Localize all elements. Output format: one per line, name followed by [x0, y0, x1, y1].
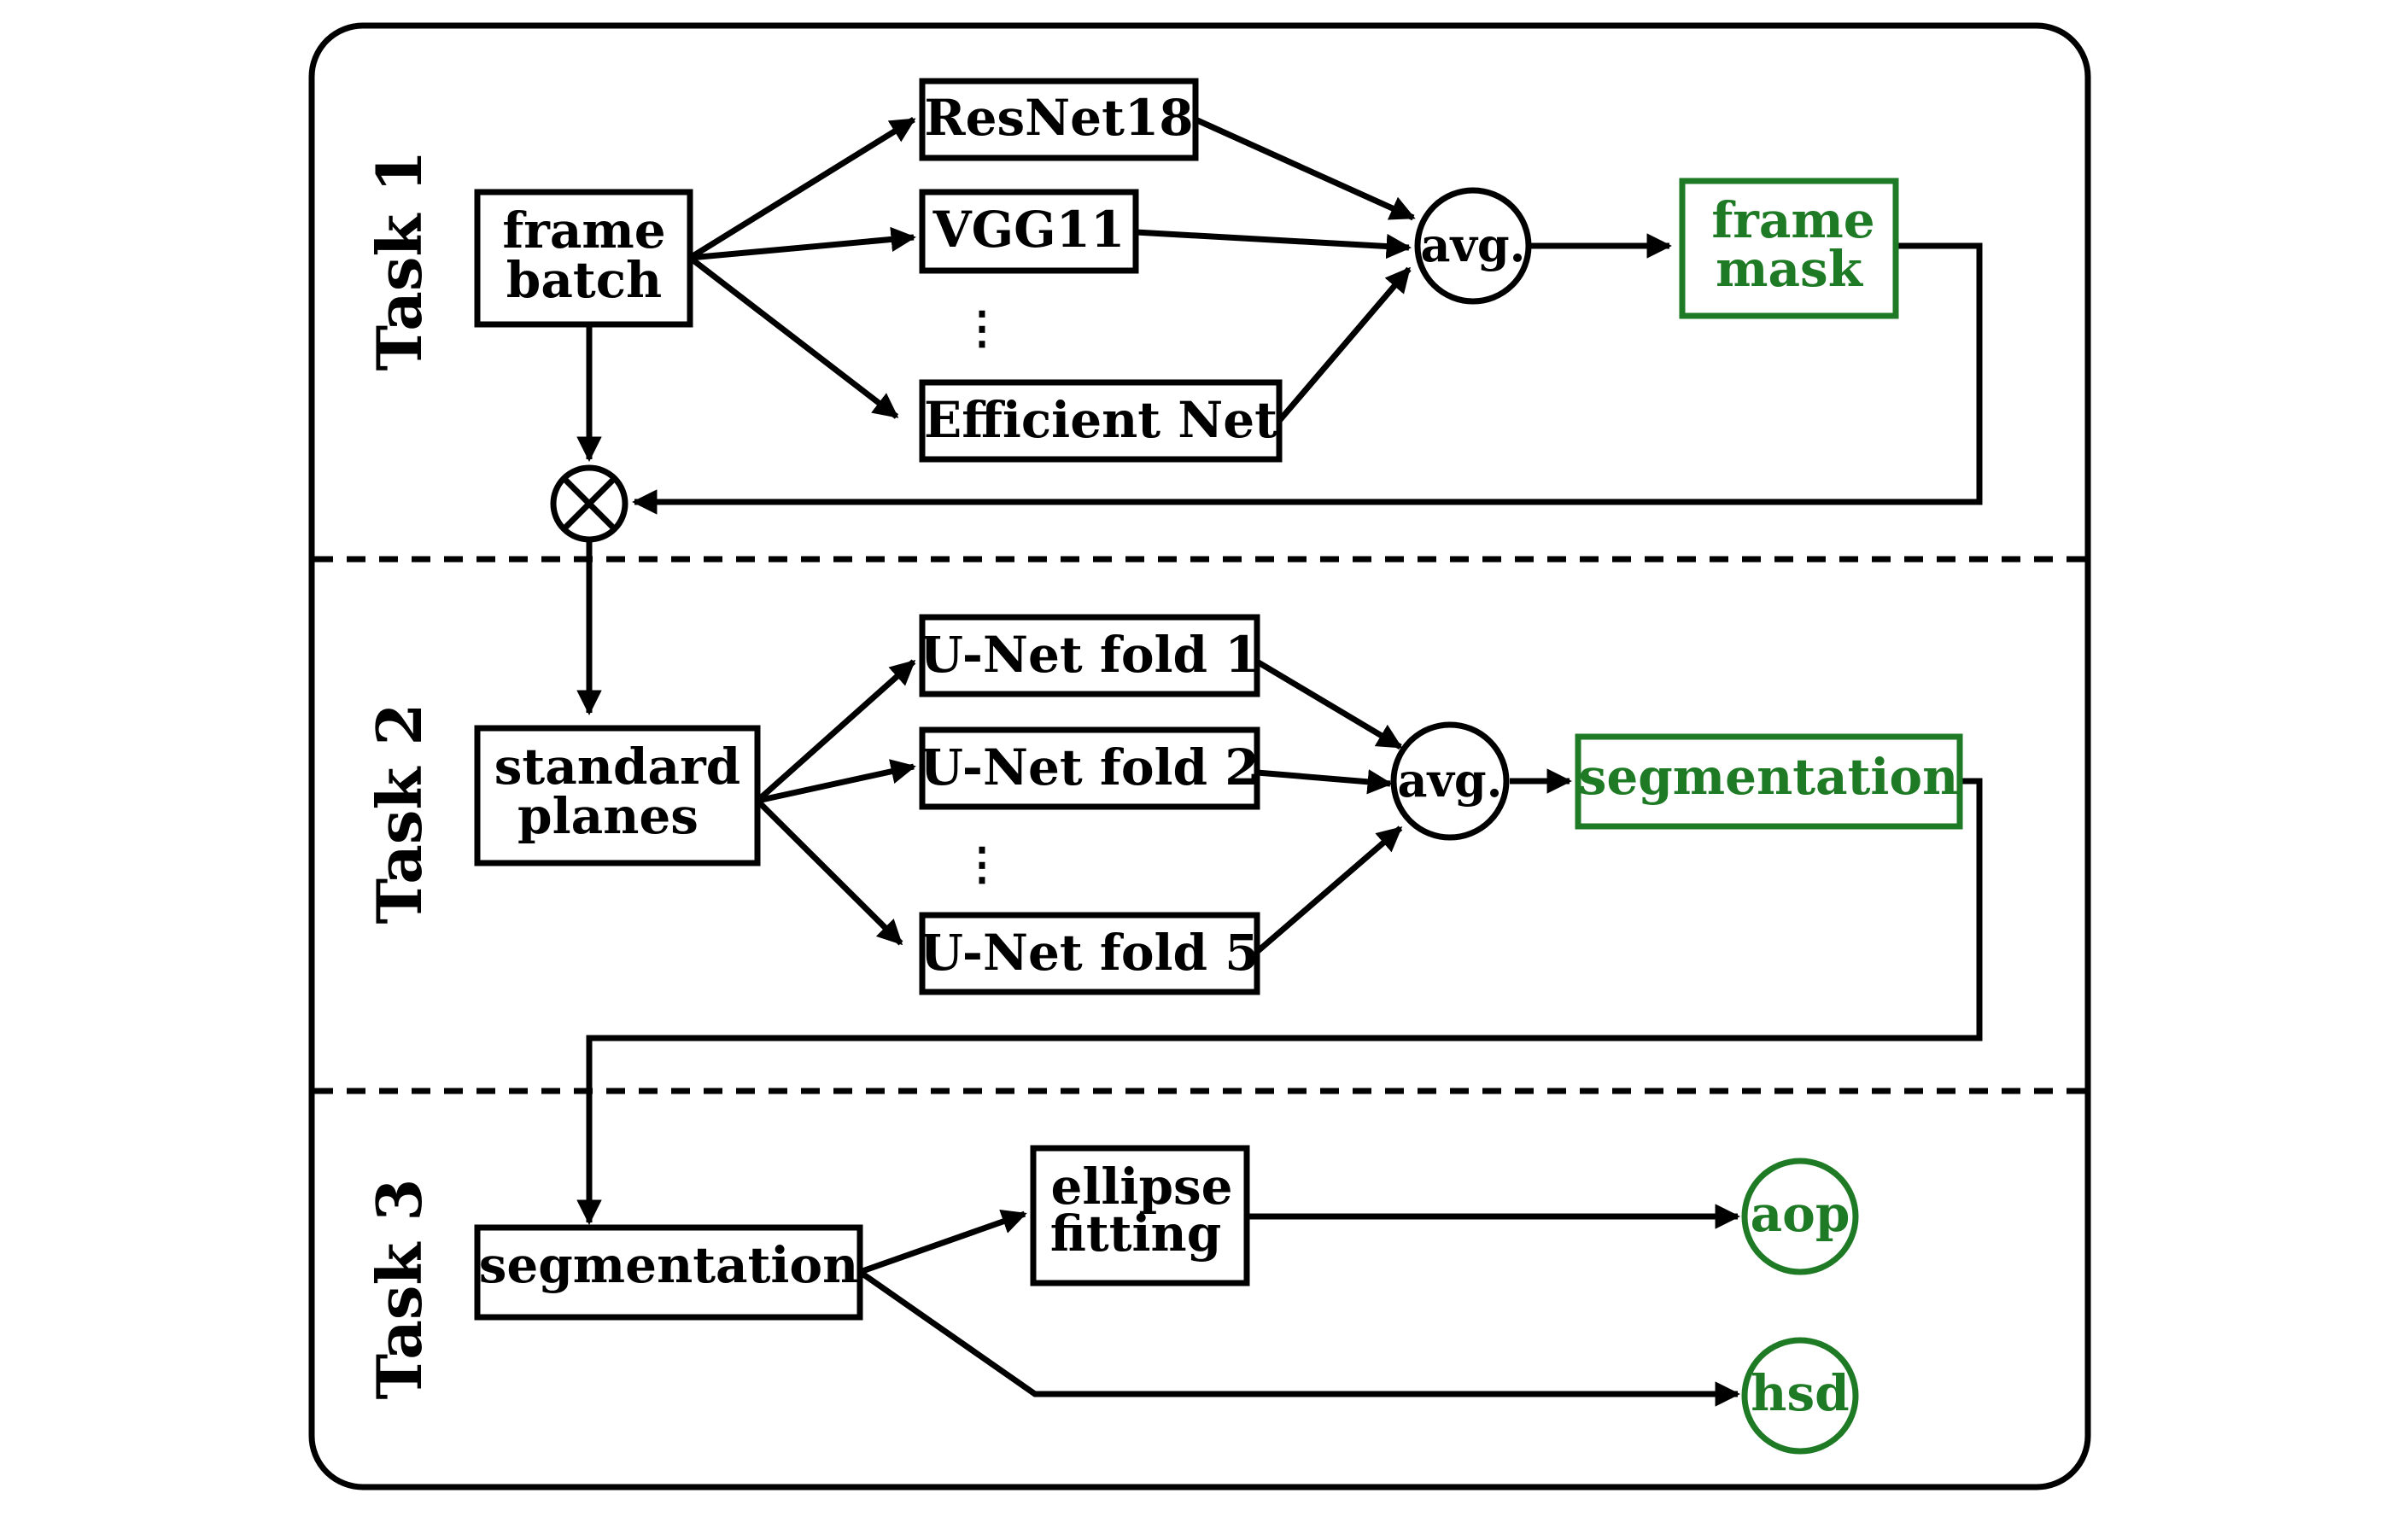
- task2-edges: [576, 658, 1983, 1225]
- standard-planes-line1: standard: [494, 738, 740, 796]
- unet-fold5-label: U-Net fold 5: [920, 924, 1259, 982]
- task1-edges: [576, 116, 1983, 715]
- unet-fold2-box: U-Net fold 2: [919, 726, 1260, 810]
- task3-edges: [857, 1204, 1740, 1407]
- ellipse-fitting-line1: ellipse: [1050, 1158, 1232, 1216]
- unet-fold2-label: U-Net fold 2: [920, 738, 1259, 796]
- efficientnet-box: Efficient Net: [919, 379, 1283, 463]
- task3-segmentation-box: segmentation: [474, 1224, 863, 1321]
- aop-label: aop: [1751, 1185, 1850, 1243]
- task2-segmentation-box: segmentation: [1575, 733, 1963, 830]
- circled-times-icon: [550, 464, 628, 543]
- task1-avg-label: avg.: [1421, 218, 1526, 272]
- frame-mask-box: frame mask: [1679, 178, 1899, 319]
- unet-fold5-box: U-Net fold 5: [919, 912, 1260, 995]
- ellipse-fitting-line2: fitting: [1050, 1205, 1222, 1263]
- task2-segmentation-label: segmentation: [1579, 748, 1959, 806]
- task2-avg-label: avg.: [1398, 753, 1503, 808]
- ellipse-fitting-box: ellipse fitting: [1030, 1145, 1250, 1286]
- resnet18-label: ResNet18: [924, 89, 1193, 147]
- standard-planes-line2: planes: [517, 787, 699, 845]
- task1-label: Task 1: [363, 150, 436, 371]
- task2-label: Task 2: [363, 703, 436, 925]
- aop-output-node: aop: [1741, 1158, 1859, 1275]
- hsd-output-node: hsd: [1741, 1337, 1859, 1455]
- task1-ellipsis: ⋮: [960, 302, 1004, 354]
- hsd-label: hsd: [1751, 1364, 1849, 1422]
- resnet18-box: ResNet18: [919, 78, 1199, 161]
- standard-planes-box: standard planes: [474, 725, 761, 866]
- frame-mask-line2: mask: [1716, 240, 1864, 298]
- task2-avg-node: avg.: [1390, 721, 1510, 841]
- unet-fold1-label: U-Net fold 1: [920, 626, 1259, 684]
- task2-ellipsis: ⋮: [960, 838, 1004, 890]
- frame-mask-line1: frame: [1711, 191, 1874, 249]
- vgg11-box: VGG11: [919, 189, 1139, 274]
- unet-fold1-box: U-Net fold 1: [919, 614, 1260, 697]
- frame-batch-line1: frame: [502, 201, 665, 260]
- task3-segmentation-label: segmentation: [479, 1236, 859, 1294]
- vgg11-label: VGG11: [932, 201, 1125, 259]
- efficientnet-label: Efficient Net: [924, 391, 1277, 449]
- frame-batch-box: frame batch: [474, 189, 693, 328]
- task3-label: Task 3: [363, 1179, 436, 1400]
- outer-frame: [308, 22, 2091, 1490]
- frame-batch-line2: batch: [506, 251, 662, 309]
- task1-avg-node: avg.: [1414, 187, 1532, 305]
